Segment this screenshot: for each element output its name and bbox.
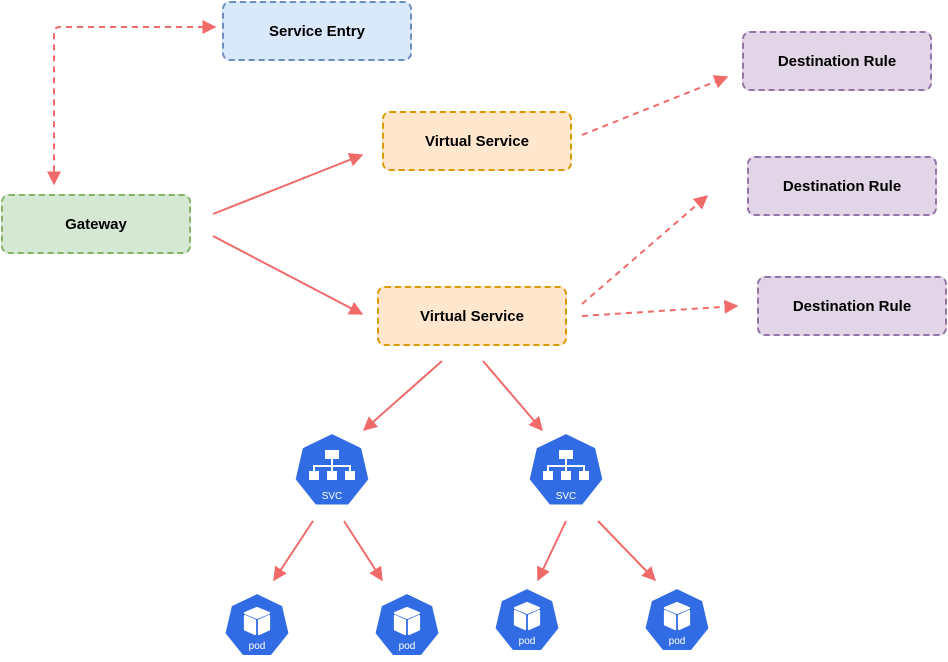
- hierarchy-icon: [309, 450, 355, 480]
- cube-icon: [663, 601, 691, 631]
- gateway-label: Gateway: [65, 215, 127, 233]
- virtual-service-label-2: Virtual Service: [420, 307, 524, 325]
- pod-icon-4[interactable]: pod: [642, 586, 712, 656]
- destination-rule-box-2[interactable]: Destination Rule: [747, 156, 937, 216]
- virtual-service-label-1: Virtual Service: [425, 132, 529, 150]
- destination-rule-box-3[interactable]: Destination Rule: [757, 276, 947, 336]
- destination-rule-label-3: Destination Rule: [792, 297, 912, 315]
- gateway-box[interactable]: Gateway: [1, 194, 191, 254]
- arrow-svc1-pod2: [343, 520, 383, 582]
- arrow-vs1-dr1: [581, 75, 729, 136]
- pod-icon-3[interactable]: pod: [492, 586, 562, 656]
- arrow-vs2-dr2: [581, 195, 709, 305]
- arrow-svc1-pod1: [273, 520, 314, 582]
- virtual-service-box-2[interactable]: Virtual Service: [377, 286, 567, 346]
- cube-icon: [243, 606, 271, 636]
- virtual-service-box-1[interactable]: Virtual Service: [382, 111, 572, 171]
- svc-icon-1[interactable]: SVC: [292, 431, 372, 511]
- pod-icon-2[interactable]: pod: [372, 591, 442, 661]
- arrow-vs2-svc2: [482, 360, 543, 432]
- service-entry-box[interactable]: Service Entry: [222, 1, 412, 61]
- svc-label-1: SVC: [322, 491, 343, 502]
- svc-icon-2[interactable]: SVC: [526, 431, 606, 511]
- cube-icon: [513, 601, 541, 631]
- arrow-vs2-svc1: [362, 360, 443, 431]
- pod-icon-1[interactable]: pod: [222, 591, 292, 661]
- arrow-gateway-vs2: [212, 235, 364, 315]
- cube-icon: [393, 606, 421, 636]
- arrow-vs2-dr3: [581, 299, 739, 317]
- destination-rule-label-1: Destination Rule: [777, 52, 897, 70]
- pod-label-3: pod: [519, 636, 536, 647]
- destination-rule-box-1[interactable]: Destination Rule: [742, 31, 932, 91]
- arrow-gateway-vs1: [212, 153, 364, 215]
- arrow-serviceentry-gateway: [47, 20, 217, 186]
- pod-label-4: pod: [669, 636, 686, 647]
- pod-label-1: pod: [249, 641, 266, 652]
- arrow-svc2-pod4: [597, 520, 656, 582]
- destination-rule-label-2: Destination Rule: [782, 177, 902, 195]
- svc-label-2: SVC: [556, 491, 577, 502]
- arrow-svc2-pod3: [537, 520, 567, 582]
- service-entry-label: Service Entry: [269, 22, 365, 40]
- hierarchy-icon: [543, 450, 589, 480]
- pod-label-2: pod: [399, 641, 416, 652]
